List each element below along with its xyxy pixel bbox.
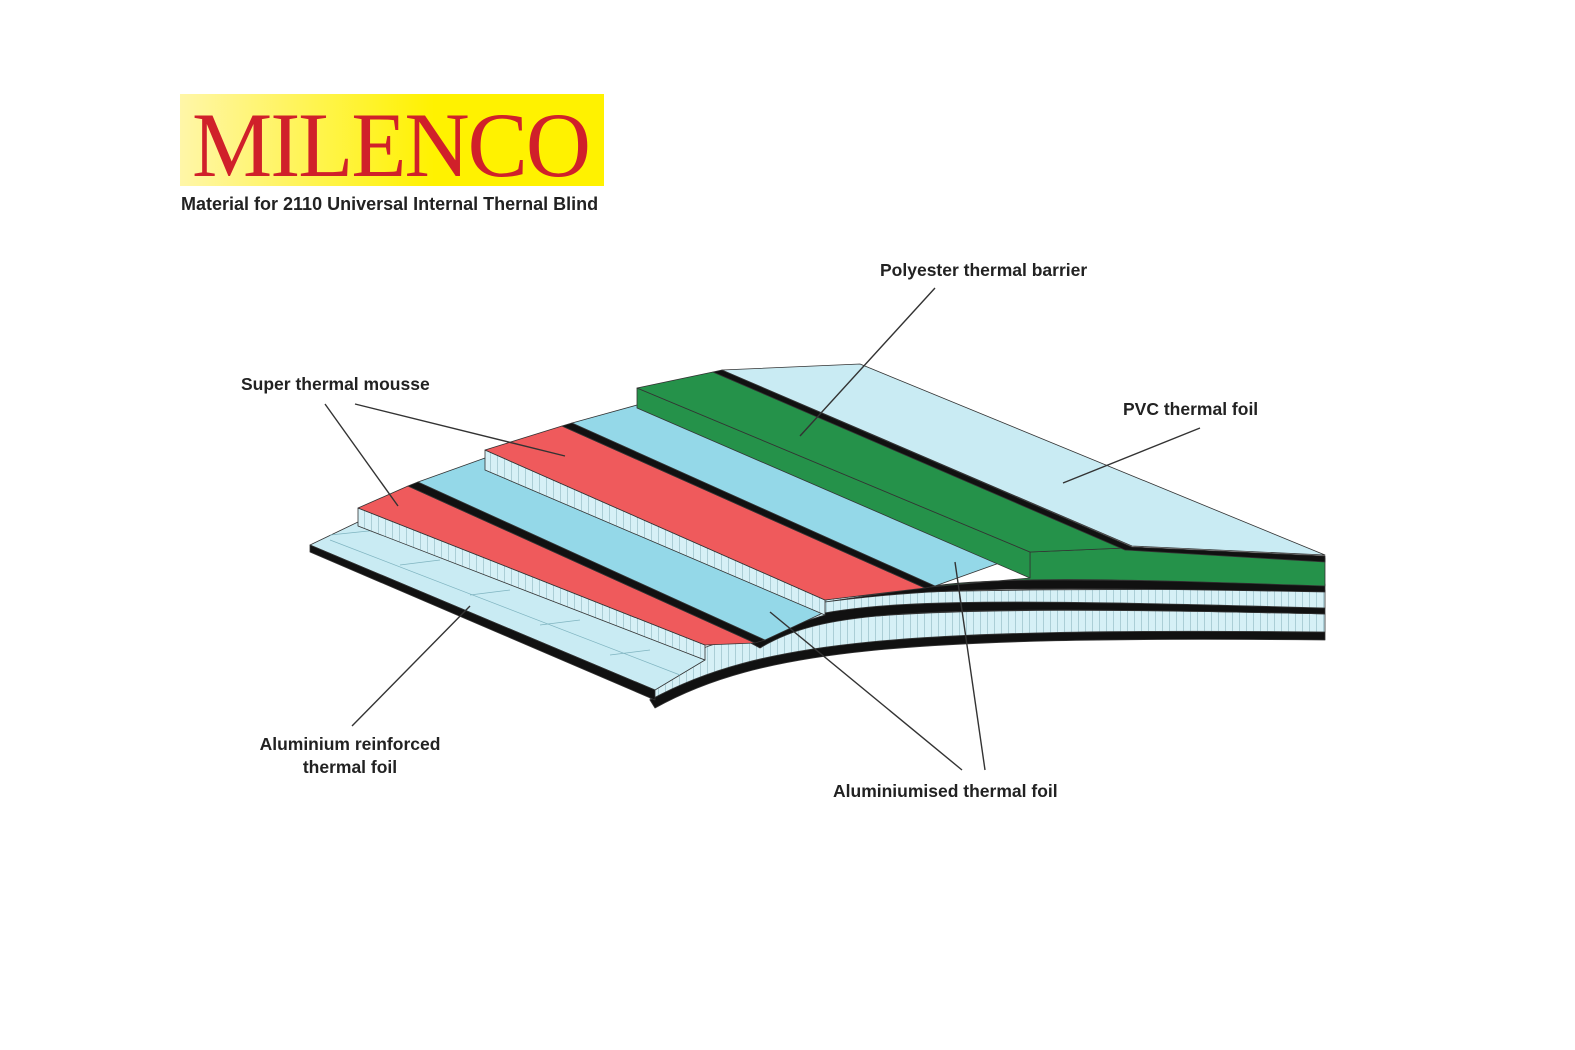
green-body xyxy=(919,547,1326,589)
leader-lines xyxy=(324,287,1201,771)
subtitle: Material for 2110 Universal Internal The… xyxy=(181,194,599,214)
label-pvc-thermal-foil: PVC thermal foil xyxy=(1123,399,1259,419)
label-super-thermal-mousse: Super thermal mousse xyxy=(241,374,430,394)
logo-text: MILENCO xyxy=(192,94,591,196)
milenco-logo: MILENCO xyxy=(180,94,604,196)
label-aluminium-reinforced-foil: Aluminium reinforced thermal foil xyxy=(250,733,450,779)
label-line-2: thermal foil xyxy=(302,757,398,777)
label-aluminiumised-thermal-foil: Aluminiumised thermal foil xyxy=(833,781,1058,801)
label-polyester-thermal-barrier: Polyester thermal barrier xyxy=(880,260,1088,280)
label-line-1: Aluminium reinforced xyxy=(259,734,441,754)
pvc-thermal-foil xyxy=(721,363,1326,556)
